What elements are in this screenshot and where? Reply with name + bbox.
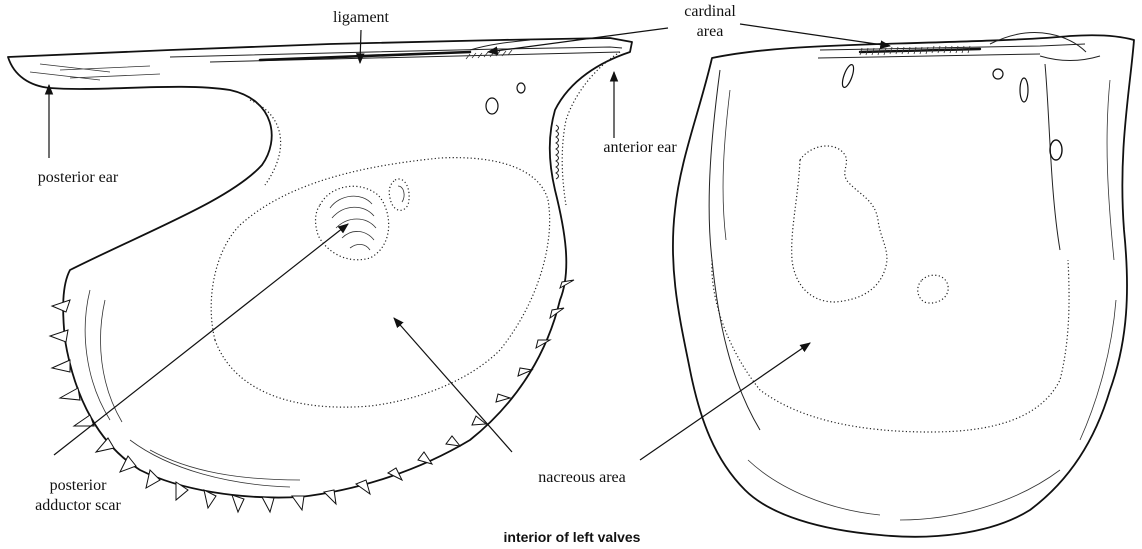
- label-cardinal-line2: area: [697, 23, 724, 40]
- posterior-scar-arrow: [54, 224, 348, 455]
- right-valve: [673, 32, 1134, 536]
- label-ligament: ligament: [333, 9, 390, 26]
- label-nacreous-area: nacreous area: [538, 469, 626, 486]
- right-valve-outline: [673, 35, 1134, 537]
- label-posterior-scar-line2: adductor scar: [35, 497, 121, 514]
- nacreous-arrow-right: [640, 343, 810, 460]
- left-valve-outline: [8, 38, 632, 498]
- nacreous-arrow-left: [394, 318, 512, 452]
- cardinal-arrow-right: [740, 24, 890, 46]
- left-valve: [8, 38, 632, 512]
- label-anterior-ear: anterior ear: [603, 139, 677, 156]
- label-posterior-scar-line1: posterior: [50, 477, 108, 494]
- posterior-adductor-scar: [316, 179, 410, 260]
- label-cardinal-line1: cardinal: [684, 3, 736, 20]
- label-posterior-ear: posterior ear: [38, 169, 119, 186]
- right-adductor-scar: [792, 146, 887, 302]
- left-nacreous-outline: [211, 158, 549, 408]
- arrows: [49, 24, 890, 460]
- figure-caption: interior of left valves: [504, 529, 641, 545]
- right-nacreous-outline: [712, 260, 1069, 432]
